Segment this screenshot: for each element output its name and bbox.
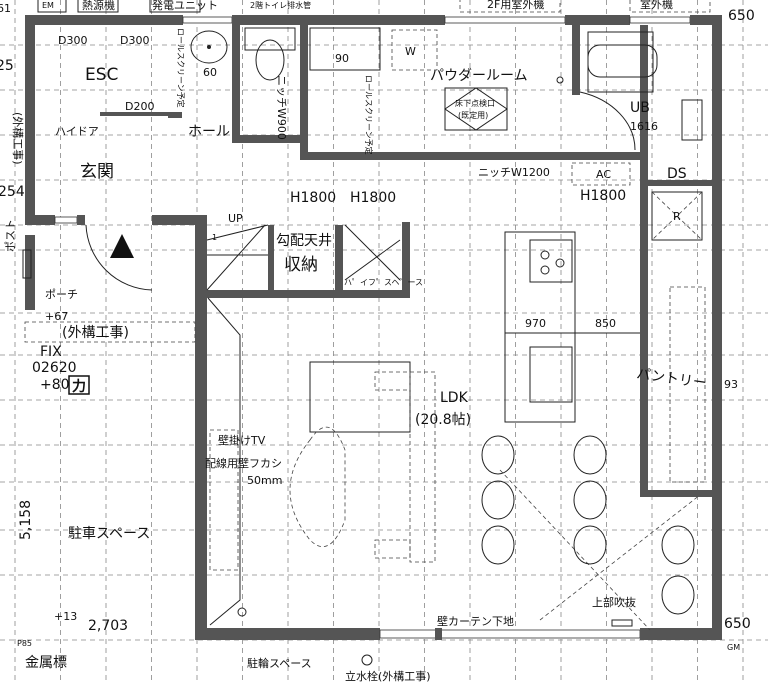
label-ac-outdoor: 室外機 [640, 0, 673, 11]
label-gm: GM [727, 643, 740, 652]
label-w: W [405, 45, 416, 58]
label-power: 力 [72, 378, 86, 395]
room-esc: ESC [85, 65, 118, 85]
dim-d300a: D300 [58, 34, 87, 47]
dim-plus13: +13 [54, 610, 77, 623]
label-tv-3: 50mm [247, 474, 282, 487]
chair [481, 480, 515, 520]
chair [661, 575, 695, 615]
label-step: 1 [212, 233, 217, 242]
chair [661, 525, 695, 565]
dim-970: 970 [525, 317, 546, 330]
dim-d200: D200 [125, 100, 154, 113]
walls [25, 15, 722, 640]
label-inspection: 床下点検口 [455, 98, 495, 108]
chair [573, 525, 607, 565]
dim-p85: P85 [17, 639, 32, 648]
label-upper-void: 上部吹抜 [592, 595, 636, 609]
label-exterior-work-side: (外構工事) [11, 112, 24, 165]
label-drain: 2階トイレ排水管 [250, 0, 311, 10]
label-ldk-size: (20.8帖) [415, 412, 471, 428]
label-faucet: 立水栓(外構工事) [345, 669, 431, 683]
label-high-door: ハイドア [55, 125, 99, 138]
label-h1800-a: H1800 [290, 190, 336, 206]
dim-25: 25 [0, 58, 14, 74]
label-fix-code: 02620 [32, 360, 77, 376]
room-parking: 駐車スペース [68, 525, 150, 542]
room-genkan: 玄関 [80, 162, 114, 182]
room-ub: UB [630, 100, 650, 116]
label-up: UP [228, 212, 243, 225]
label-ac: AC [596, 168, 611, 181]
chair [573, 435, 607, 475]
room-ds: DS [667, 166, 687, 182]
label-plus80: +80 [40, 377, 70, 393]
dim-plus67: +67 [45, 310, 68, 323]
label-h1800-ac: H1800 [580, 188, 626, 204]
dim-2703: 2,703 [88, 618, 128, 634]
room-storage-2: 収納 [284, 255, 318, 275]
label-curtain: 壁カーテン下地 [437, 614, 514, 628]
dim-254: 254 [0, 184, 25, 200]
label-fix: FIX [40, 344, 62, 360]
label-tv-2: 配線用壁フカシ [205, 456, 282, 470]
label-pipe-space: ハ゜イフ゜スヘ゜ース [344, 278, 423, 287]
dim-61: 61 [0, 2, 11, 15]
fixtures [22, 27, 706, 631]
chair [573, 480, 607, 520]
dim-5158: 5,158 [18, 500, 34, 540]
label-roll-screen-a: ロールスクリーン予定 [176, 28, 186, 108]
label-metal-marker: 金属標 [25, 655, 67, 671]
dim-d300b: D300 [120, 34, 149, 47]
dim-93: 93 [724, 378, 738, 391]
label-em: EM [42, 1, 54, 10]
dim-650-bottom: 650 [724, 616, 751, 632]
label-post: ポスト [4, 219, 17, 252]
room-hall: ホール [188, 124, 230, 140]
room-bike-parking: 駐輪スペース [247, 656, 312, 670]
chair [481, 435, 515, 475]
label-ub-size: 1616 [630, 120, 658, 133]
dim-sink60: 60 [203, 66, 217, 79]
dim-650-top: 650 [728, 8, 755, 24]
room-porch: ポーチ [45, 288, 78, 301]
label-heater: 熱源機 [82, 0, 115, 12]
label-h1800-b: H1800 [350, 190, 396, 206]
label-ac-outdoor-2f: 2F用室外機 [487, 0, 544, 11]
dim-sink90: 90 [335, 52, 349, 65]
label-generator: 発電ユニット [152, 0, 218, 12]
room-powder: パウダールーム [430, 68, 528, 84]
label-roll-screen-b: ロールスクリーン予定 [364, 75, 374, 155]
chair [481, 525, 515, 565]
dim-850: 850 [595, 317, 616, 330]
dining-chairs [481, 435, 695, 615]
label-niche-w900: ニッチW900 [275, 75, 288, 140]
label-tv-1: 壁掛けTV [218, 433, 266, 447]
label-inspection-sub: (既定用) [458, 110, 488, 120]
exterior-equipment [37, 0, 711, 13]
label-exterior-work: (外構工事) [62, 325, 129, 341]
room-storage-1: 勾配天井 [276, 233, 332, 249]
label-niche-w1200: ニッチW1200 [478, 166, 550, 179]
label-r: R [673, 210, 681, 223]
room-ldk: LDK [440, 390, 469, 406]
